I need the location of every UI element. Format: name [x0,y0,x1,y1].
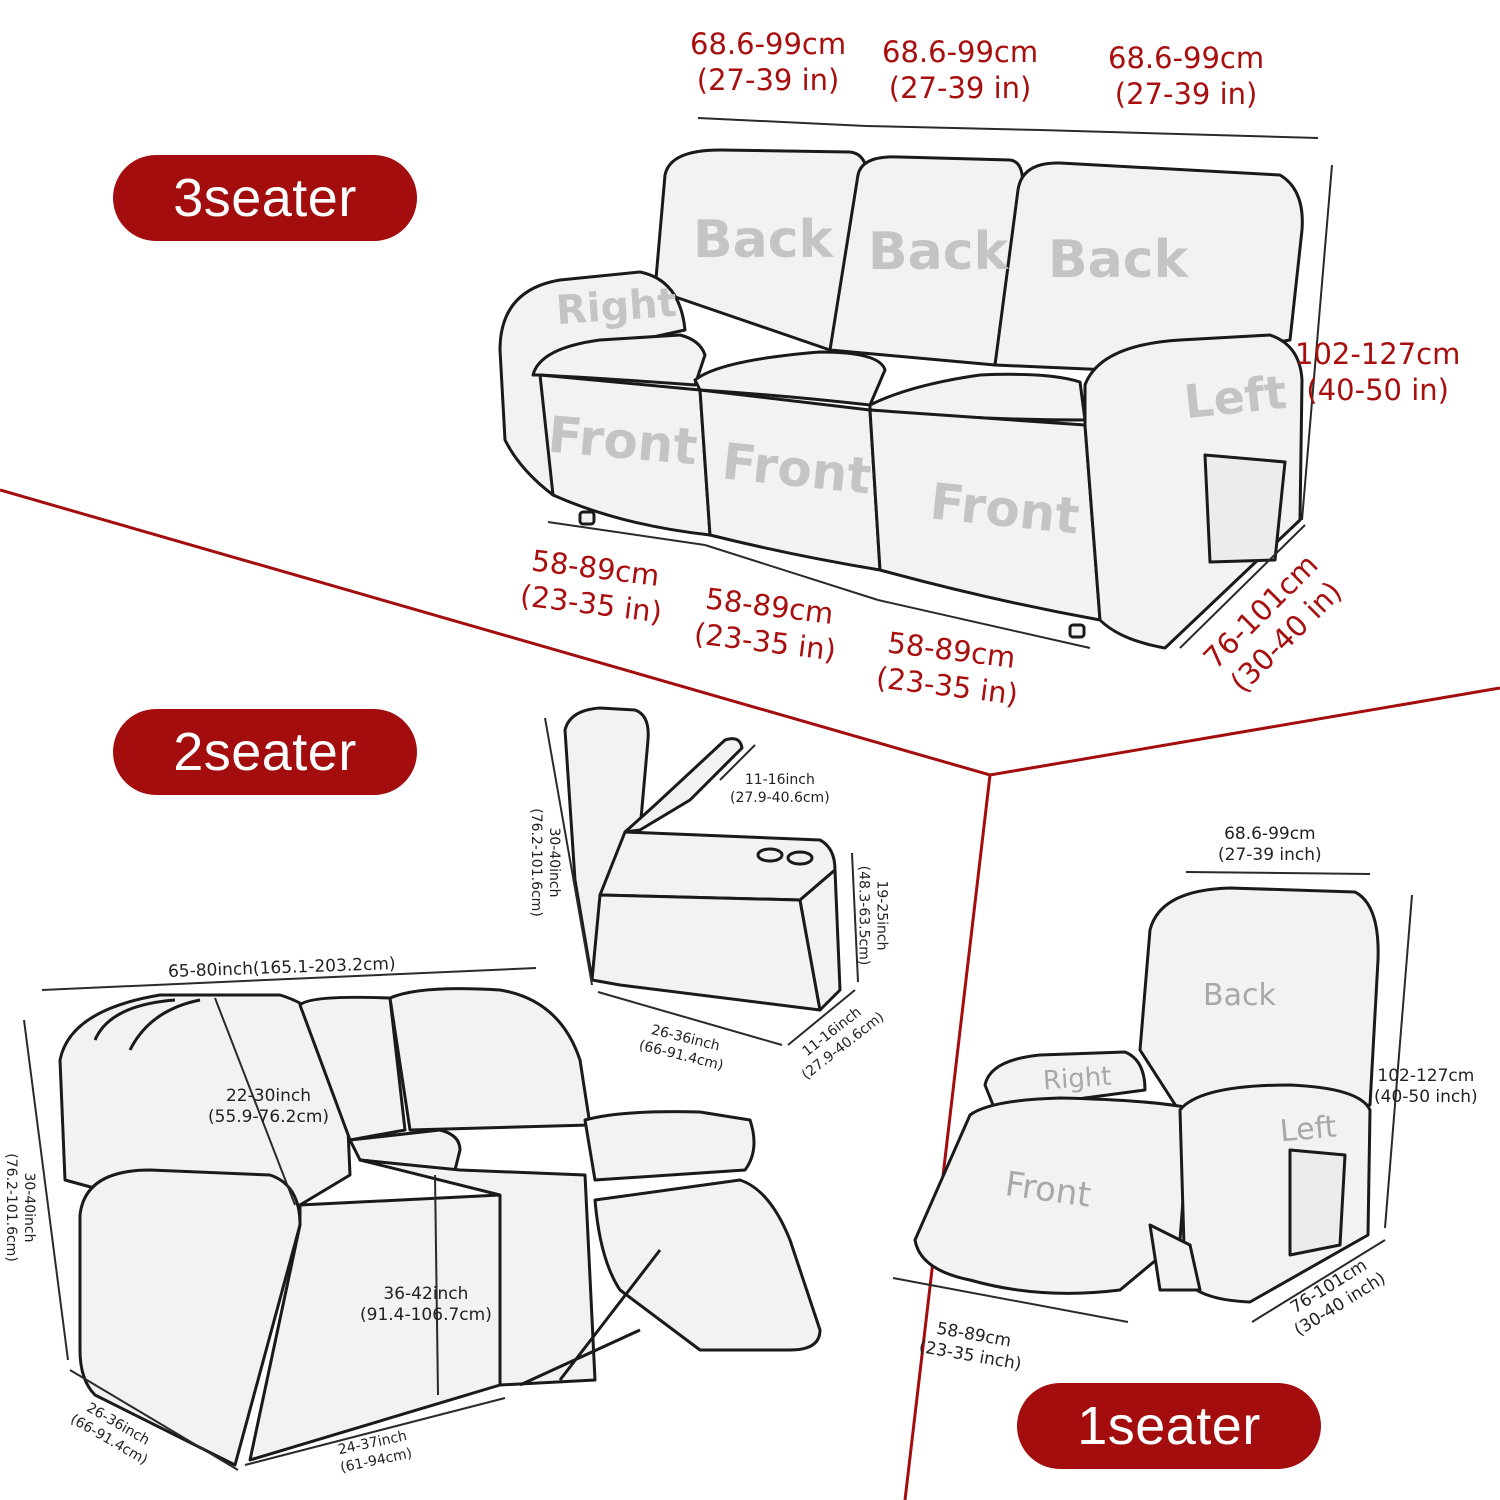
two-seater-loveseat [58,987,822,1467]
three-seater-label-back-3: Back [1048,230,1189,290]
two-seater-console-lid: 11-16inch(27.9-40.6cm) [730,772,830,806]
three-seater-sofa [498,148,1304,650]
one-seater-dimension-lines [892,871,1413,1323]
two-seater-height: 30-40inch(76.2-101.6cm) [3,1153,37,1262]
three-seater-label-back-1: Back [693,210,834,270]
one-seater-height: 102-127cm(40-50 inch) [1374,1066,1478,1108]
three-seater-dimension-lines [547,117,1333,649]
one-seater-badge: 1seater [1017,1383,1321,1469]
one-seater-back-width: 68.6-99cm(27-39 inch) [1218,824,1322,866]
three-seater-label-left: Left [1181,364,1290,430]
section-dividers [0,488,1500,1500]
three-seater-back-width-2: 68.6-99cm(27-39 in) [882,35,1039,106]
two-seater-side-height: 30-40inch(76.2-101.6cm) [528,808,562,917]
two-seater-seat-depth: 36-42inch(91.4-106.7cm) [360,1284,492,1326]
one-seater-label-left: Left [1278,1109,1338,1150]
two-seater-console-detail [563,706,842,1012]
three-seater-height: 102-127cm(40-50 in) [1295,337,1461,408]
one-seater-recliner [913,886,1380,1304]
two-seater-badge: 2seater [113,709,417,795]
two-seater-console-height: 19-25inch(48.3-63.5cm) [855,865,890,966]
three-seater-badge: 3seater [113,155,417,241]
three-seater-label-back-2: Back [868,222,1009,282]
two-seater-dimension-lines [23,717,859,1471]
two-seater-back-height: 22-30inch(55.9-76.2cm) [208,1086,330,1128]
three-seater-back-width-1: 68.6-99cm(27-39 in) [690,27,847,98]
three-seater-back-width-3: 68.6-99cm(27-39 in) [1108,41,1265,112]
one-seater-label-right: Right [1042,1061,1113,1097]
one-seater-label-back: Back [1203,978,1276,1013]
three-seater-label-right: Right [554,279,679,335]
